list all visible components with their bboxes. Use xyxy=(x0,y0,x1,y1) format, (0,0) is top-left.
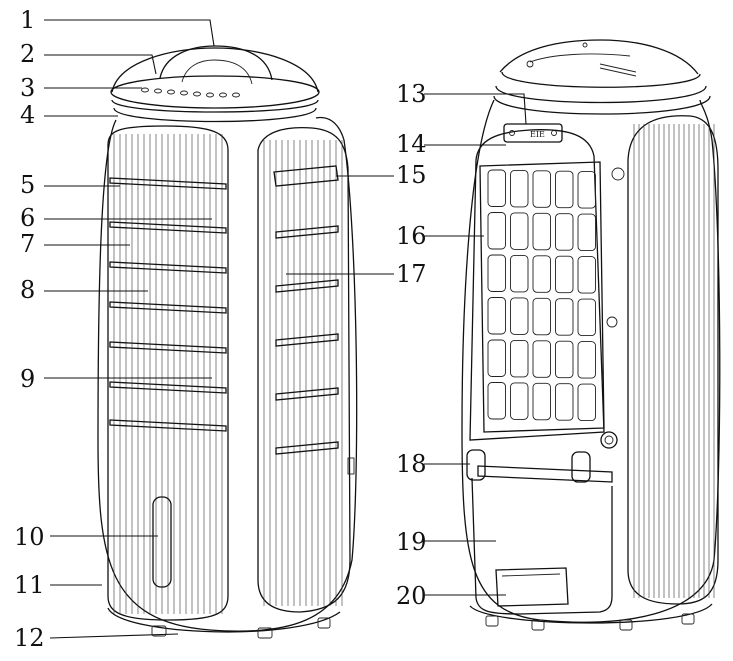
back-foot xyxy=(531,619,545,631)
filter-cell xyxy=(555,298,574,336)
front-foot xyxy=(317,617,331,629)
callout-labels: 1 2 3 4 5 6 7 8 9 10 11 12 13 14 15 16 1… xyxy=(14,6,527,652)
front-view xyxy=(97,45,358,639)
filter-cell xyxy=(577,256,596,294)
side-louver xyxy=(275,333,339,347)
control-panel xyxy=(141,87,240,98)
side-grille xyxy=(257,126,351,613)
filter-cell xyxy=(577,383,596,422)
back-body xyxy=(461,99,721,623)
clip-bar xyxy=(477,465,613,483)
louver-blade xyxy=(109,419,227,432)
callout-6: 6 xyxy=(20,204,35,232)
filter-cell xyxy=(510,382,529,420)
back-panel xyxy=(469,129,605,441)
filter-cell xyxy=(532,340,551,378)
front-handle xyxy=(159,45,273,81)
tank-handle xyxy=(495,567,569,607)
water-level-window xyxy=(152,496,172,588)
front-top-cap xyxy=(111,47,319,93)
back-foot xyxy=(485,615,499,627)
callout-16: 16 xyxy=(396,222,427,250)
callout-4: 4 xyxy=(20,101,35,129)
back-foot xyxy=(619,619,633,631)
side-louver xyxy=(275,279,339,293)
svg-text:EIE: EIE xyxy=(530,130,545,139)
water-tank xyxy=(471,477,613,615)
callout-8: 8 xyxy=(20,276,35,304)
filter-cell xyxy=(487,339,506,377)
filter-cell xyxy=(532,297,551,336)
filter-cell xyxy=(555,255,574,294)
filter-cell xyxy=(510,169,529,208)
filter-cell xyxy=(487,254,506,292)
callout-17: 17 xyxy=(396,260,427,288)
filter-cell xyxy=(510,254,529,293)
callout-5: 5 xyxy=(20,171,35,199)
filter-cell xyxy=(487,212,506,250)
louver-blade xyxy=(109,177,227,190)
filter-cell xyxy=(577,298,596,337)
back-top-cap xyxy=(499,39,699,75)
callout-19: 19 xyxy=(396,528,427,556)
louver-blade xyxy=(109,381,227,394)
filter-cell xyxy=(532,170,551,208)
filter-cell xyxy=(532,382,551,421)
callout-2: 2 xyxy=(20,40,35,68)
callout-14: 14 xyxy=(396,130,427,158)
callout-10: 10 xyxy=(14,523,45,551)
filter-cell xyxy=(577,171,596,209)
louver-blade xyxy=(109,221,227,234)
rear-drain-cap xyxy=(600,431,618,449)
callout-7: 7 xyxy=(20,230,35,258)
front-foot xyxy=(257,627,273,639)
filter-cell xyxy=(487,169,506,207)
tank-clip-left xyxy=(466,449,486,481)
callout-18: 18 xyxy=(396,450,427,478)
front-body xyxy=(97,116,358,632)
side-louver xyxy=(275,225,339,239)
louver-blade xyxy=(109,341,227,354)
callout-12: 12 xyxy=(14,624,45,652)
front-grille xyxy=(107,125,229,621)
back-foot xyxy=(681,613,695,625)
filter-cell xyxy=(487,297,506,335)
filter-cell xyxy=(510,212,529,250)
front-foot xyxy=(151,625,167,637)
filter-cell xyxy=(555,170,574,209)
filter-frame xyxy=(479,161,605,433)
filter-cell xyxy=(577,341,596,379)
filter-cell xyxy=(555,383,574,421)
tank-clip-right xyxy=(571,451,591,483)
callout-11: 11 xyxy=(14,571,45,599)
filter-cell xyxy=(577,213,596,252)
filter-cell xyxy=(487,382,506,420)
louver-blade xyxy=(109,261,227,274)
front-ring xyxy=(113,107,317,123)
filter-cell xyxy=(555,213,574,251)
side-top-strip xyxy=(273,165,339,187)
filter-cell xyxy=(532,212,551,251)
callout-9: 9 xyxy=(20,365,35,393)
callout-1: 1 xyxy=(20,6,35,34)
filter-cell xyxy=(532,255,551,293)
rear-label-plate xyxy=(503,123,563,143)
back-view: EIE xyxy=(461,39,721,631)
filter-cell xyxy=(555,340,574,379)
callout-15: 15 xyxy=(396,161,427,189)
filter-cell xyxy=(510,297,529,335)
back-side-grille xyxy=(627,115,719,605)
callout-3: 3 xyxy=(20,74,35,102)
callout-13: 13 xyxy=(396,80,427,108)
side-louver xyxy=(275,387,339,401)
filter-cell xyxy=(510,339,529,378)
side-louver xyxy=(275,441,339,455)
louver-blade xyxy=(109,301,227,314)
callout-20: 20 xyxy=(396,582,427,610)
back-ring xyxy=(493,95,711,115)
